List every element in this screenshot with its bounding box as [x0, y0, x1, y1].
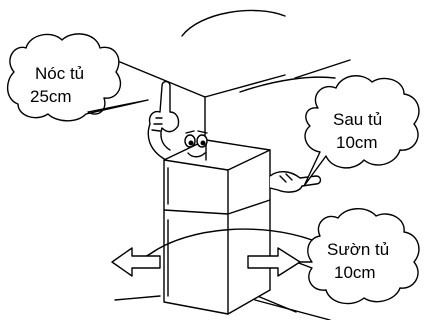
- cloud-bubble-icon: [7, 33, 149, 122]
- callout-back-value: 10cm: [336, 133, 378, 152]
- pointing-hand-icon: [147, 80, 180, 161]
- callout-back-label: Sau tủ: [333, 110, 383, 129]
- side-hand: [269, 171, 322, 193]
- callout-top-value: 25cm: [30, 87, 72, 106]
- cloud-bubble-icon: [303, 75, 420, 187]
- callout-top-label: Nóc tủ: [35, 64, 85, 83]
- refrigerator: [163, 139, 271, 315]
- callout-side-value: 10cm: [334, 263, 376, 282]
- face-icon: [184, 130, 208, 158]
- arrow-icon: [111, 228, 313, 277]
- cloud-bubble-icon: [295, 208, 420, 305]
- callout-side-label: Sườn tủ: [327, 240, 390, 259]
- room-lines: [114, 9, 351, 320]
